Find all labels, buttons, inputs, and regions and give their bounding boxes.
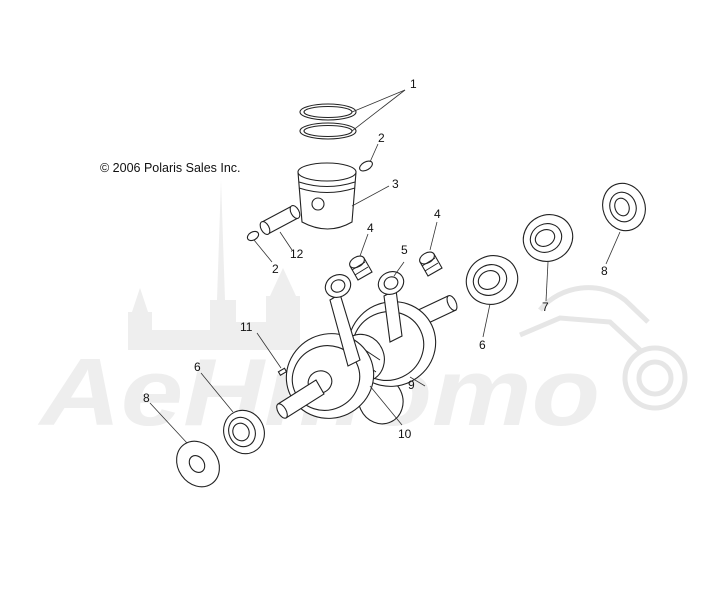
watermark-motorcycle-icon bbox=[519, 285, 688, 411]
callout-7: 7 bbox=[542, 300, 549, 314]
main-bearing-right bbox=[465, 255, 519, 305]
piston-rings bbox=[299, 103, 357, 140]
callout-10: 10 bbox=[398, 427, 412, 441]
callout-9: 9 bbox=[408, 378, 415, 392]
callout-3: 3 bbox=[392, 177, 399, 191]
callout-1: 1 bbox=[410, 77, 417, 91]
callout-labels: 1 2 3 12 2 4 5 4 6 7 8 11 6 8 9 10 bbox=[143, 77, 608, 441]
crankshaft-assembly bbox=[276, 271, 458, 419]
callout-2-lower: 2 bbox=[272, 262, 279, 276]
callout-4-right: 4 bbox=[434, 207, 441, 221]
wrist-pin-clip-lower bbox=[246, 230, 260, 242]
piston bbox=[297, 162, 357, 230]
callout-11: 11 bbox=[240, 320, 253, 334]
callout-5: 5 bbox=[401, 243, 408, 257]
crank-seal-right bbox=[602, 182, 646, 232]
callout-8-left: 8 bbox=[143, 391, 150, 405]
callout-6-right: 6 bbox=[479, 338, 486, 352]
copyright-notice: © 2006 Polaris Sales Inc. bbox=[100, 161, 241, 175]
wrist-pin bbox=[259, 204, 301, 236]
crank-seal-left bbox=[176, 440, 220, 488]
main-bearing-left bbox=[223, 409, 265, 455]
callout-6-left: 6 bbox=[194, 360, 201, 374]
leader-lines bbox=[149, 89, 621, 444]
callout-4-left: 4 bbox=[367, 221, 374, 235]
callout-12: 12 bbox=[290, 247, 304, 261]
watermark-skyline-icon bbox=[128, 180, 300, 350]
wrist-pin-clip-upper bbox=[359, 160, 373, 172]
needle-bearing-left bbox=[349, 255, 373, 281]
needle-bearing-right bbox=[419, 251, 443, 277]
bearing-seven bbox=[522, 214, 574, 262]
callout-2-upper: 2 bbox=[378, 131, 385, 145]
woodruff-key bbox=[277, 367, 288, 376]
callout-8-right: 8 bbox=[601, 264, 608, 278]
